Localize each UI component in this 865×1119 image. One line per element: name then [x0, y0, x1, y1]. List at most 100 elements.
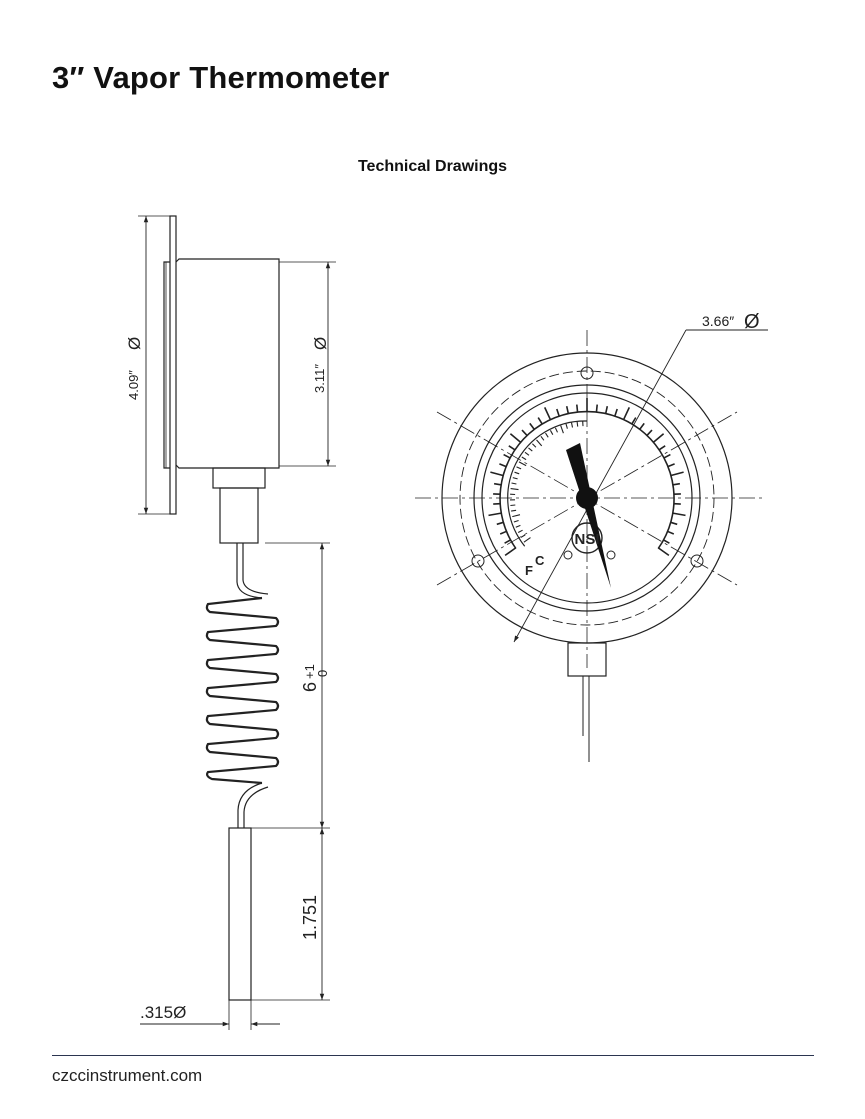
section-title: Technical Drawings	[357, 158, 508, 175]
scale-tick-inner	[570, 422, 574, 428]
scale-tick-outer	[521, 429, 528, 436]
capillary-top	[236, 543, 269, 599]
scale-tick-outer	[504, 547, 517, 557]
scale-tick-outer	[657, 547, 670, 557]
logo-circle	[571, 522, 603, 554]
bezel	[163, 261, 170, 469]
pointer-hub	[576, 487, 598, 509]
scale-arc-outer	[499, 410, 675, 550]
scale-tick-inner	[540, 435, 545, 441]
scale-tick-inner	[513, 519, 519, 523]
scale-tick-inner	[523, 537, 531, 543]
scale-tick-outer	[499, 530, 507, 535]
scale-tick-inner	[528, 447, 533, 452]
scale-tick-inner	[510, 504, 516, 507]
scale-tick-outer	[672, 482, 681, 486]
scale-tick-inner	[560, 425, 564, 434]
capillary-tolerance-lower: 0	[315, 670, 330, 677]
scale-label-f: F	[525, 563, 533, 578]
scale-tick-inner	[521, 456, 527, 461]
scale-tick-inner	[515, 524, 521, 528]
dial-face	[481, 392, 693, 604]
bulb-length-label: 1.751	[300, 895, 320, 940]
stem-lower	[219, 487, 259, 544]
scale-tick-outer	[499, 463, 507, 468]
bolt-circle	[459, 370, 715, 626]
bolt-holes	[471, 366, 704, 568]
scale-tick-inner	[518, 461, 527, 467]
capillary-length-main: 6	[300, 682, 320, 692]
scale-tick-outer	[667, 463, 675, 468]
front-capillary	[582, 676, 590, 762]
scale-tick-inner	[516, 466, 522, 470]
scale-tick-inner	[520, 534, 526, 538]
bolt-circle-diameter-symbol: Ø	[744, 311, 760, 333]
scale-tick-outer	[623, 407, 631, 420]
scale-tick-inner	[510, 488, 519, 491]
scale-tick-outer	[605, 406, 609, 414]
scale-tick-outer	[508, 445, 516, 451]
front-view	[415, 329, 768, 762]
scale-tick-inner	[576, 421, 579, 427]
scale-tick-inner	[545, 432, 549, 438]
scale-tick-outer	[576, 404, 579, 412]
zero-stop-left	[563, 550, 573, 560]
scale-tick-inner	[554, 427, 558, 433]
scale-tick-inner	[512, 514, 521, 518]
scale-tick-outer	[490, 471, 504, 477]
scale-tick-outer	[653, 433, 665, 443]
bulb	[228, 827, 252, 1001]
scale-tick-inner	[532, 443, 537, 448]
scale-tick-outer	[595, 404, 598, 412]
stem-upper	[212, 467, 266, 489]
scale-ticks-inner	[509, 421, 584, 543]
logo-text: NSI	[574, 531, 599, 548]
capillary-bottom	[237, 782, 269, 828]
flange	[169, 215, 177, 515]
capillary-coil	[205, 596, 280, 785]
scale-tick-outer	[658, 445, 666, 451]
footer-divider	[52, 1055, 814, 1056]
pointer	[566, 443, 611, 588]
scale-tick-inner	[512, 477, 518, 480]
capillary-length-label: 6 +1 0	[300, 664, 330, 692]
scale-tick-outer	[639, 422, 645, 430]
scale-tick-inner	[511, 509, 517, 512]
page-title: 3″ Vapor Thermometer	[52, 60, 390, 95]
scale-tick-outer	[488, 512, 502, 517]
scale-ticks-outer	[488, 398, 686, 557]
bolt-circle-diameter-label: 3.66″	[702, 313, 734, 329]
scale-tick-outer	[543, 407, 551, 420]
footer-website: czccinstrument.com	[52, 1066, 203, 1085]
scale-tick-outer	[565, 406, 569, 414]
scale-tick-outer	[496, 521, 504, 526]
front-stem	[567, 642, 607, 677]
scale-tick-inner	[514, 471, 520, 475]
scale-label-c: C	[535, 553, 545, 568]
scale-tick-outer	[529, 422, 535, 430]
scale-tick-outer	[631, 417, 637, 425]
scale-arc-inner	[507, 420, 588, 547]
scale-tick-outer	[614, 408, 618, 416]
scale-tick-outer	[672, 512, 686, 517]
flange-diameter-symbol: Ø	[125, 337, 144, 350]
scale-tick-outer	[493, 482, 502, 486]
scale-tick-inner	[549, 430, 554, 435]
scale-tick-outer	[667, 530, 675, 535]
scale-tick-outer	[537, 417, 543, 425]
scale-tick-outer	[503, 453, 511, 459]
capillary-tolerance-upper: +1	[302, 664, 317, 679]
scale-tick-outer	[646, 429, 653, 436]
scale-tick-inner	[565, 423, 568, 429]
flange-diameter-label: 4.09″	[126, 370, 141, 400]
scale-tick-inner	[536, 439, 543, 447]
scale-tick-inner	[524, 451, 530, 456]
scale-tick-inner	[511, 482, 517, 485]
scale-tick-outer	[509, 433, 521, 443]
case	[175, 258, 280, 469]
scale-tick-outer	[670, 521, 678, 526]
scale-tick-inner	[517, 529, 523, 533]
side-view	[138, 215, 336, 1030]
zero-stop-right	[606, 550, 616, 560]
